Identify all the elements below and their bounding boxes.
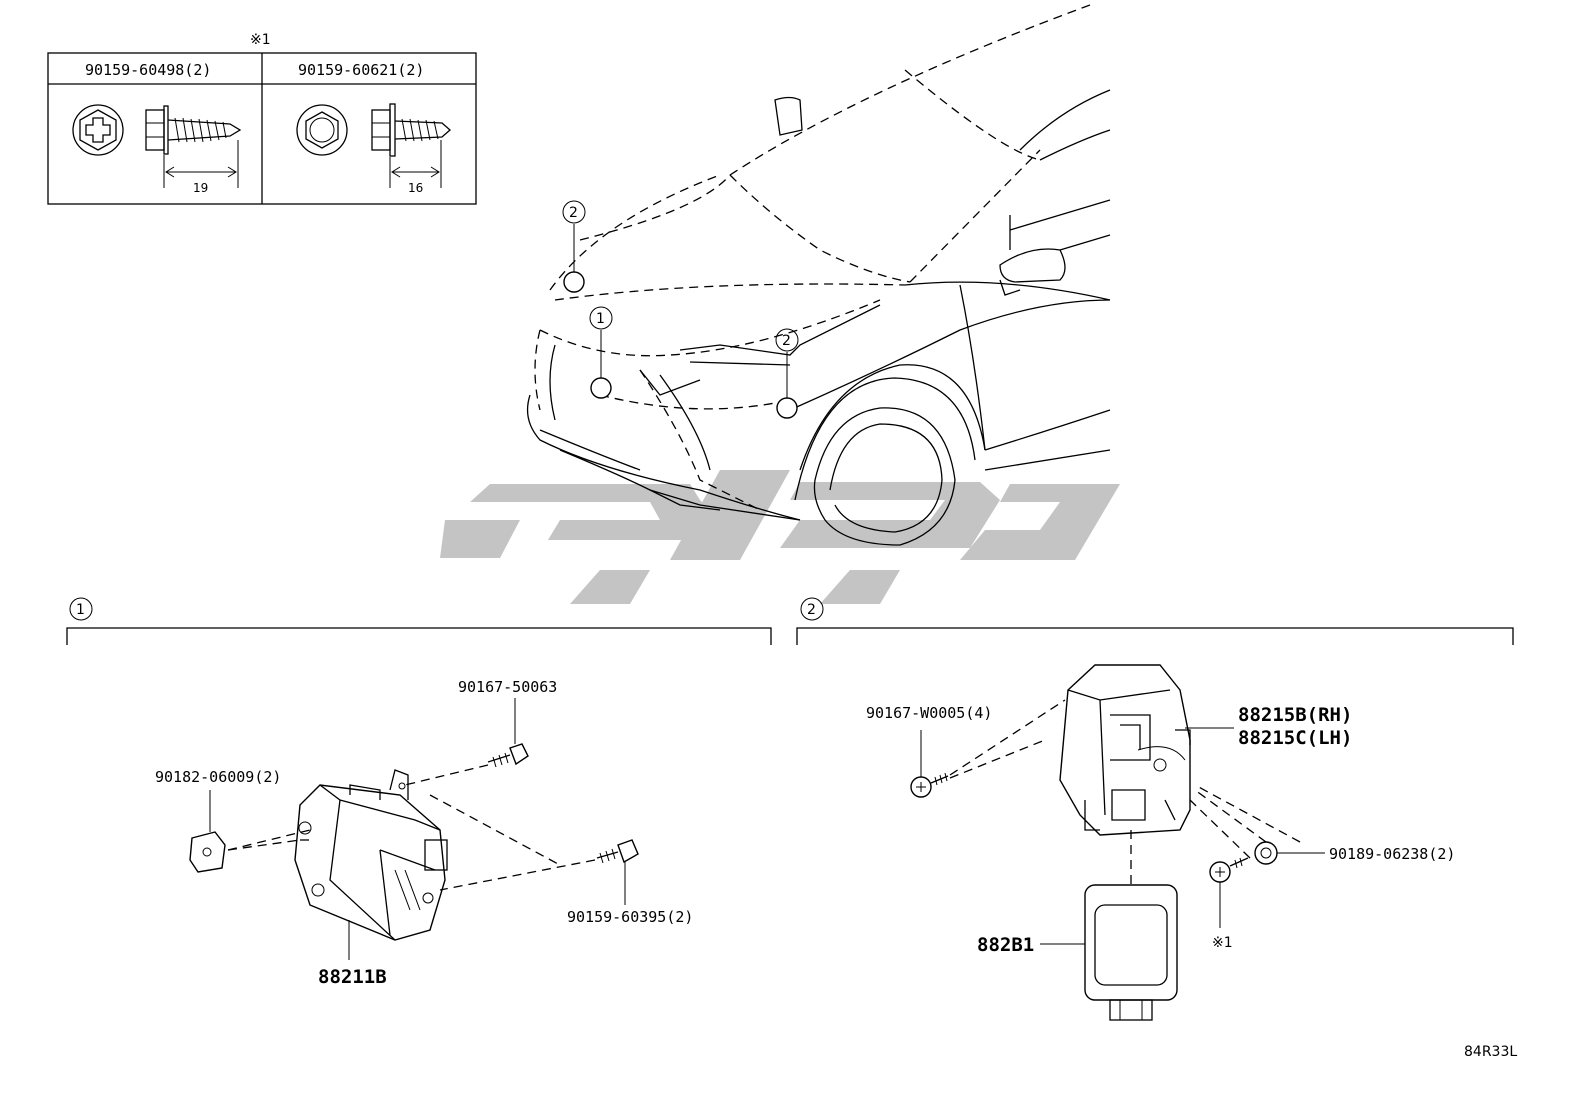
label-90167-50063: 90167-50063 (458, 678, 557, 696)
sensor-882b1 (1084, 884, 1178, 1021)
callout-1: 1 (596, 311, 605, 327)
group-1-section: 1 88211B 90182-06009(2) (66, 597, 772, 988)
bracket-88215 (1059, 664, 1191, 836)
diagram-code: 84R33L (1464, 1044, 1517, 1060)
screw-side-icon: 19 (145, 105, 242, 195)
screw-90167-w0005 (910, 772, 949, 798)
screw-head-hex-icon (296, 104, 348, 156)
clip-90189 (1254, 841, 1278, 865)
legend-part-no-2: 90159-60621(2) (298, 61, 424, 79)
nut-90182 (189, 831, 226, 873)
label-90182-06009: 90182-06009(2) (155, 768, 281, 786)
group-1-label: 1 (76, 602, 85, 618)
label-90159-60395: 90159-60395(2) (567, 908, 693, 926)
location-marker-2a: 2 (562, 200, 586, 293)
bolt-side-icon: 16 (371, 103, 451, 195)
group-2-section: 2 88215B(RH) 88215C(LH) 90167-W0005( (796, 597, 1514, 1021)
vehicle-front-outline (526, 4, 1111, 546)
callout-2b: 2 (782, 333, 791, 349)
location-marker-1: 1 (589, 306, 613, 399)
location-marker-2b: 2 (775, 328, 799, 419)
watermark-logo (440, 470, 1120, 604)
fastener-legend-table: ※1 90159-60498(2) 90159-60621(2) 19 (47, 32, 477, 205)
bolt-90159-60395 (596, 839, 639, 864)
legend-part-no-1: 90159-60498(2) (85, 61, 211, 79)
callout-2a: 2 (569, 205, 578, 221)
label-882b1: 882B1 (977, 934, 1034, 956)
label-90167-w0005: 90167-W0005(4) (866, 704, 992, 722)
screw-head-cross-icon (72, 104, 124, 156)
group-2-label: 2 (807, 602, 816, 618)
screw-90167-50063 (487, 743, 529, 768)
label-screw-ref: ※1 (1212, 935, 1233, 951)
label-88215c: 88215C(LH) (1238, 727, 1352, 749)
legend-dimension-2: 16 (408, 181, 423, 195)
screw-ref-1 (1209, 857, 1249, 883)
radar-sensor-88211b (294, 769, 448, 941)
label-90189-06238: 90189-06238(2) (1329, 845, 1455, 863)
label-88211b: 88211B (318, 966, 387, 988)
label-88215b: 88215B(RH) (1238, 704, 1352, 726)
legend-marker: ※1 (250, 32, 271, 48)
legend-dimension-1: 19 (193, 181, 208, 195)
